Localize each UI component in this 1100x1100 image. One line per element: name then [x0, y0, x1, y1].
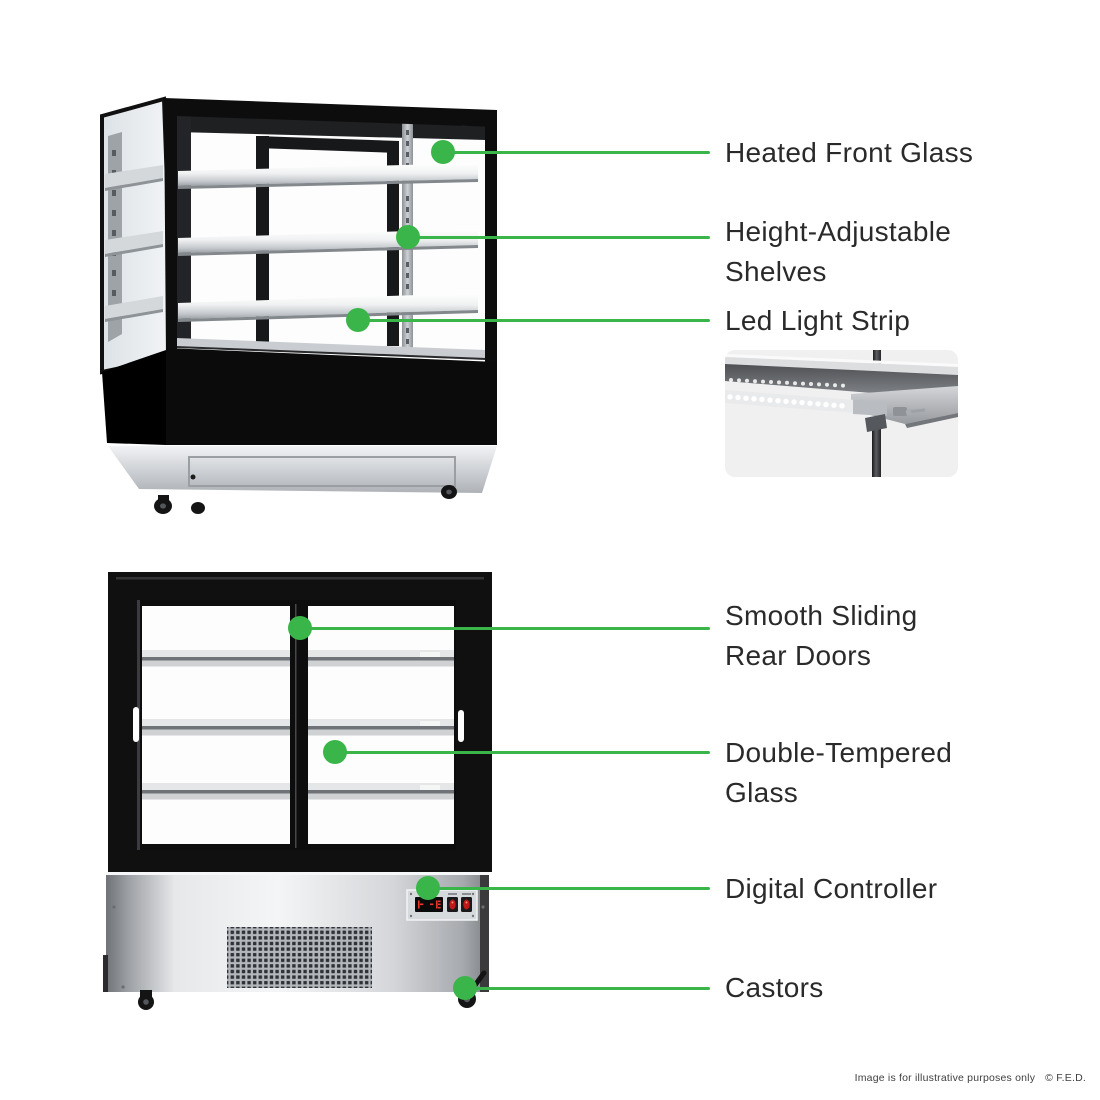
label-height-adjustable-shelves: Height-Adjustable Shelves [725, 216, 952, 287]
label-heated-front-glass: Heated Front Glass [725, 137, 974, 168]
callout-leader-heated-front-glass [443, 150, 710, 154]
footer-disclaimer: Image is for illustrative purposes only ©… [855, 1072, 1086, 1084]
label-double-tempered-glass: Double-Tempered Glass [725, 737, 953, 808]
front-view-cabinet-image [100, 96, 497, 514]
castor-left [138, 990, 154, 1010]
callout-leader-castors [465, 986, 710, 990]
label-led-light-strip: Led Light Strip [725, 305, 911, 336]
footer-disclaimer-text: Image is for illustrative purposes only [854, 1072, 1036, 1084]
callout-leader-digital-controller [428, 886, 710, 890]
callout-leader-sliding-rear-doors [300, 626, 710, 630]
led-light-strip-inset-image [725, 350, 958, 477]
callout-leader-double-tempered-glass [335, 750, 710, 754]
callout-leader-adjustable-shelves [408, 235, 710, 239]
footer-copyright: © F.E.D. [1045, 1072, 1086, 1084]
label-smooth-sliding-rear-doors: Smooth Sliding Rear Doors [725, 600, 918, 671]
label-castors: Castors [725, 972, 824, 1003]
label-digital-controller: Digital Controller [725, 873, 938, 904]
callout-leader-led-light-strip [358, 318, 710, 322]
